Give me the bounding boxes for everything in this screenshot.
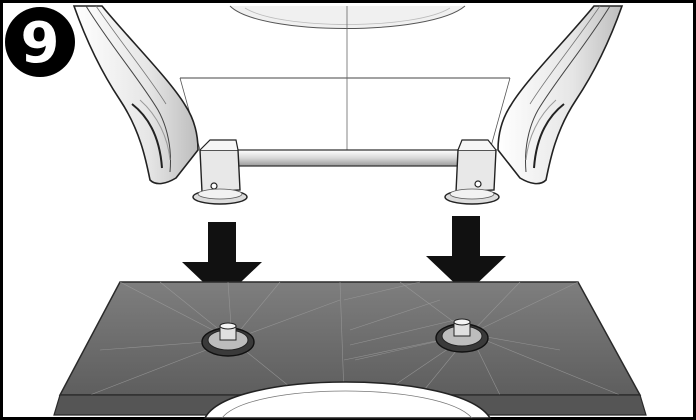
toilet-bowl-top (53, 281, 647, 419)
left-hinge-block (192, 139, 248, 205)
toilet-seat-lid (179, 5, 511, 151)
right-mounting-bolt (435, 318, 489, 353)
step-number: 9 (21, 11, 60, 76)
step-number-badge: 9 (5, 7, 75, 77)
step-badge-circle (5, 7, 75, 77)
hinge-rod (227, 149, 467, 167)
down-arrow-icon (426, 216, 506, 294)
seat-left-arm (72, 5, 199, 185)
seat-right-arm (497, 5, 624, 185)
right-hinge-block (444, 139, 500, 205)
down-arrow-icon (182, 222, 262, 300)
left-mounting-bolt (201, 322, 255, 357)
